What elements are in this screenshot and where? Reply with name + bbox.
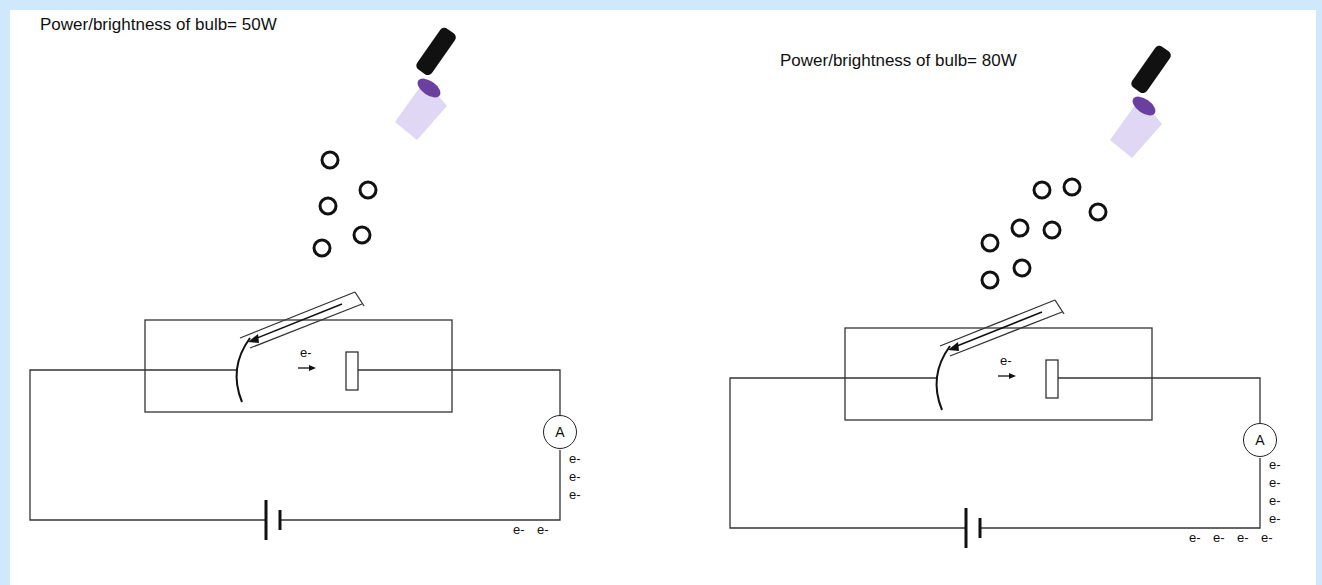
electron-label: e- <box>568 488 582 502</box>
electron-label: e- <box>568 452 582 466</box>
electron-label: e- <box>1268 476 1282 490</box>
electron-label: e- <box>300 346 312 360</box>
ammeter-symbol: A <box>1243 423 1277 457</box>
electron-label: e- <box>568 470 582 484</box>
ammeter-symbol: A <box>543 415 577 449</box>
electron-label: e- <box>1260 531 1274 545</box>
electron-label: e- <box>1212 531 1226 545</box>
electron-label: e- <box>1268 494 1282 508</box>
electron-label: e- <box>1236 531 1250 545</box>
bulb-power-label: Power/brightness of bulb= 80W <box>780 52 1017 71</box>
ammeter-label: A <box>555 424 564 440</box>
electron-label: e- <box>536 523 550 537</box>
electron-label: e- <box>512 523 526 537</box>
electron-label: e- <box>1268 512 1282 526</box>
electron-label: e- <box>1188 531 1202 545</box>
electron-label: e- <box>1268 458 1282 472</box>
bulb-power-label: Power/brightness of bulb= 50W <box>40 16 277 35</box>
electron-label: e- <box>1000 354 1012 368</box>
ammeter-label: A <box>1255 432 1264 448</box>
